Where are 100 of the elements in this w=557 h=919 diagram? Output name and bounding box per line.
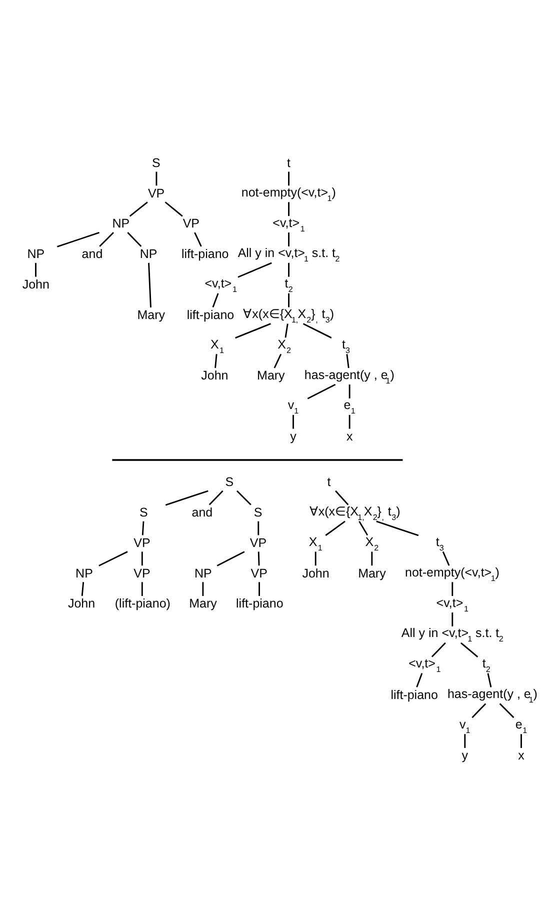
connector <box>236 490 252 505</box>
node-text: e$_{1}$ <box>515 716 528 734</box>
connector <box>238 262 272 278</box>
node-text: <v,t>$_{1}$ <box>204 276 237 294</box>
connector <box>464 734 466 748</box>
node-text: not-empty(<v,t>$_{1}$) <box>405 564 500 582</box>
node-text: t$_{3}$ <box>342 336 350 354</box>
connector <box>325 520 346 536</box>
node-text: y <box>290 429 296 444</box>
node-text: t <box>327 474 331 489</box>
connector <box>258 520 260 535</box>
connector <box>499 702 514 718</box>
node-text: All y in <v,t>$_{1}$ s.t. t$_{2}$ <box>238 246 340 264</box>
connector <box>288 202 290 216</box>
node-text: NP <box>194 566 212 580</box>
node-text: t$_{2}$ <box>284 276 293 294</box>
node-text: S <box>225 474 234 489</box>
connector <box>288 292 290 307</box>
node-text: lift-piano <box>390 687 438 702</box>
connector <box>274 353 282 368</box>
connector <box>214 354 218 368</box>
connector <box>348 414 350 428</box>
node-text: Mary <box>358 566 386 580</box>
node-text: S <box>152 155 160 170</box>
node-text: t <box>286 155 290 170</box>
connector <box>164 201 183 216</box>
node-text: VP <box>250 566 268 580</box>
connector <box>165 490 208 506</box>
node-text: VP <box>250 535 267 550</box>
node-text: (lift-piano) <box>114 596 170 610</box>
node-text: Mary <box>189 596 217 610</box>
connector <box>431 642 446 657</box>
connector <box>307 383 336 399</box>
node-text: <v,t>$_{1}$ <box>272 215 305 233</box>
node-text: y <box>462 748 468 762</box>
connector <box>202 582 204 596</box>
connector <box>141 551 143 566</box>
node-text: and <box>192 505 213 520</box>
node-text: t$_{2}$ <box>482 656 490 674</box>
connector <box>99 232 114 246</box>
connector <box>81 582 84 596</box>
connector <box>56 231 100 247</box>
node-text: Mary <box>257 368 285 382</box>
connector <box>258 582 260 596</box>
node-text: X$_{2}$ <box>278 336 292 354</box>
connector <box>487 672 492 687</box>
node-text: x <box>518 748 524 762</box>
connector <box>127 232 142 246</box>
node-text: ∀x(x∈{X$_{1,}$X$_{2}$}$_{,}$ t$_{3}$) <box>243 306 334 324</box>
connector <box>314 551 316 566</box>
connector <box>235 322 271 338</box>
connector <box>142 520 144 535</box>
connector <box>98 550 128 566</box>
node-text: John <box>22 277 50 292</box>
node-text: lift-piano <box>181 246 229 261</box>
node-text: X$_{1}$ <box>210 336 224 354</box>
node-text: lift-piano <box>186 307 234 322</box>
connector <box>358 520 368 536</box>
node-text: John <box>302 566 330 580</box>
node-text: VP <box>134 535 150 550</box>
connector <box>302 322 332 338</box>
connector <box>442 550 450 566</box>
connector <box>194 232 202 246</box>
node-text: VP <box>148 186 165 200</box>
node-text: not-empty(<v,t>$_{1}$) <box>241 184 336 202</box>
node-text: has-agent(y , e$_{1}$) <box>304 367 394 385</box>
connector <box>288 232 290 246</box>
connector <box>258 551 260 566</box>
node-text: S <box>139 505 148 520</box>
node-text: x <box>346 429 353 444</box>
node-text: lift-piano <box>236 596 284 610</box>
connector <box>346 354 350 368</box>
node-text: NP <box>140 246 158 261</box>
node-text: <v,t>$_{1}$ <box>408 656 441 674</box>
connector <box>292 414 294 428</box>
node-text: John <box>201 368 228 382</box>
connector <box>335 490 349 505</box>
node-text: NP <box>112 216 130 230</box>
connector <box>452 582 454 596</box>
connector <box>156 171 158 186</box>
connector <box>460 642 478 658</box>
node-text: NP <box>76 566 93 580</box>
connector <box>371 551 373 566</box>
connector <box>288 171 290 186</box>
connector <box>208 490 224 505</box>
node-text: has-agent(y , e$_{1}$) <box>447 686 538 704</box>
connector <box>520 734 522 748</box>
node-text: t$_{3}$ <box>436 534 444 552</box>
node-text: e$_{1}$ <box>344 398 356 416</box>
node-text: X$_{2}$ <box>365 534 379 552</box>
connector <box>141 582 143 596</box>
connector <box>35 262 36 276</box>
node-text: <v,t>$_{1}$ <box>436 595 468 613</box>
node-text: and <box>82 246 103 261</box>
connector <box>348 384 350 398</box>
node-text: X$_{1}$ <box>308 534 322 552</box>
node-text: VP <box>182 216 200 230</box>
connector <box>216 550 245 566</box>
node-text: John <box>68 596 96 610</box>
connector <box>472 702 486 718</box>
